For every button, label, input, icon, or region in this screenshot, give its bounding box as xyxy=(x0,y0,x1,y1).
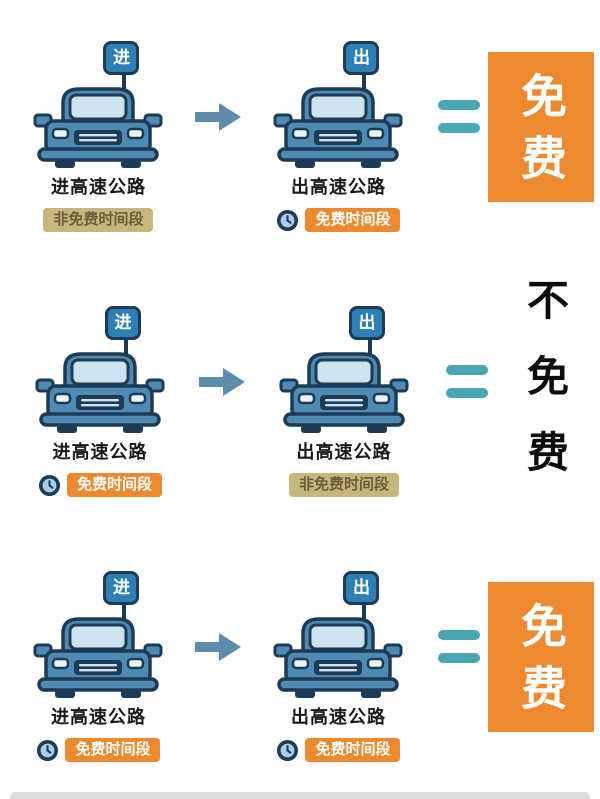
clock-icon xyxy=(276,738,300,762)
equals-sign xyxy=(438,365,496,398)
flag-label: 出 xyxy=(352,47,370,68)
exit-flag-sign: 出 xyxy=(343,571,380,630)
flag-label: 出 xyxy=(352,577,370,598)
flag-label: 进 xyxy=(114,312,132,333)
time-badge: 非免费时间段 xyxy=(288,473,399,497)
enter-flag-sign: 进 xyxy=(103,41,140,100)
time-badge: 免费时间段 xyxy=(276,738,401,762)
result-text: 免费 xyxy=(488,581,594,732)
clock-icon xyxy=(276,208,300,232)
flow-arrow xyxy=(194,367,250,396)
car-icon xyxy=(35,352,165,434)
car-action-label: 出高速公路 xyxy=(296,442,392,463)
car-icon xyxy=(279,352,409,434)
car-action-label: 进高速公路 xyxy=(52,442,148,463)
time-badge-label: 免费时间段 xyxy=(305,738,401,762)
equals-bar xyxy=(438,630,481,640)
equals-sign xyxy=(431,630,488,663)
exit-highway-group: 出 出高速公路 免费时间段 xyxy=(246,571,431,762)
clock-icon xyxy=(36,738,60,762)
time-badge-label: 非免费时间段 xyxy=(43,208,154,232)
exit-highway-group: 出 出高速公路 非免费时间段 xyxy=(250,306,438,497)
car-icon xyxy=(33,87,164,169)
car-graphic: 出 xyxy=(273,41,404,169)
enter-highway-group: 进 进高速公路 免费时间段 xyxy=(6,571,191,762)
flag-label: 出 xyxy=(358,312,376,333)
flag-pole xyxy=(124,337,128,365)
right-arrow-icon xyxy=(195,102,242,131)
flag-pole xyxy=(362,602,367,630)
car-icon xyxy=(273,87,404,169)
enter-flag-sign: 进 xyxy=(103,571,140,630)
result-column: 不免费 xyxy=(496,278,594,506)
clock-icon xyxy=(37,473,61,497)
time-badge: 免费时间段 xyxy=(276,208,401,232)
time-badge: 免费时间段 xyxy=(37,473,162,497)
time-badge: 非免费时间段 xyxy=(43,208,154,232)
car-action-label: 进高速公路 xyxy=(50,177,146,198)
exit-highway-group: 出 出高速公路 免费时间段 xyxy=(246,41,431,232)
car-graphic: 出 xyxy=(279,306,409,434)
car-action-label: 进高速公路 xyxy=(50,707,146,728)
car-graphic: 进 xyxy=(33,571,164,699)
flag-pole xyxy=(122,602,127,630)
car-graphic: 出 xyxy=(273,571,404,699)
car-graphic: 进 xyxy=(33,41,164,169)
enter-flag-sign: 进 xyxy=(105,306,141,365)
right-arrow-icon xyxy=(195,632,242,661)
exit-flag-sign: 出 xyxy=(349,306,385,365)
scenario-row-3: 进 进高速公路 免费时间段 出 出高速公路 xyxy=(6,534,594,799)
right-arrow-icon xyxy=(199,367,245,396)
result-text: 不免费 xyxy=(520,277,570,506)
time-badge-label: 非免费时间段 xyxy=(288,473,399,497)
equals-bar xyxy=(438,100,481,110)
car-graphic: 进 xyxy=(35,306,165,434)
equals-bar xyxy=(446,365,488,375)
time-badge: 免费时间段 xyxy=(36,738,161,762)
flag-label: 进 xyxy=(112,47,130,68)
equals-sign xyxy=(431,100,488,133)
flag-pole xyxy=(368,337,372,365)
scenario-row-2: 进 进高速公路 免费时间段 出 出高速公路 xyxy=(6,269,594,534)
time-badge-label: 免费时间段 xyxy=(305,208,401,232)
result-text: 免费 xyxy=(488,51,594,202)
time-badge-label: 免费时间段 xyxy=(66,473,162,497)
flag-label: 进 xyxy=(112,577,130,598)
time-badge-label: 免费时间段 xyxy=(65,738,161,762)
enter-highway-group: 进 进高速公路 免费时间段 xyxy=(6,306,194,497)
result-column: 免费 xyxy=(488,581,594,732)
equals-bar xyxy=(446,388,488,398)
exit-flag-sign: 出 xyxy=(343,41,380,100)
car-action-label: 出高速公路 xyxy=(290,707,386,728)
car-action-label: 出高速公路 xyxy=(290,177,386,198)
flag-pole xyxy=(122,72,127,100)
flow-arrow xyxy=(191,632,246,661)
equals-bar xyxy=(438,123,481,133)
scenario-row-1: 进 进高速公路 非免费时间段 出 出高速公路 xyxy=(6,4,594,269)
enter-highway-group: 进 进高速公路 非免费时间段 xyxy=(6,41,191,232)
flag-pole xyxy=(362,72,367,100)
flow-arrow xyxy=(191,102,246,131)
car-icon xyxy=(33,617,164,699)
result-column: 免费 xyxy=(488,51,594,202)
bottom-edge-decoration xyxy=(10,792,590,799)
equals-bar xyxy=(438,653,481,663)
car-icon xyxy=(273,617,404,699)
